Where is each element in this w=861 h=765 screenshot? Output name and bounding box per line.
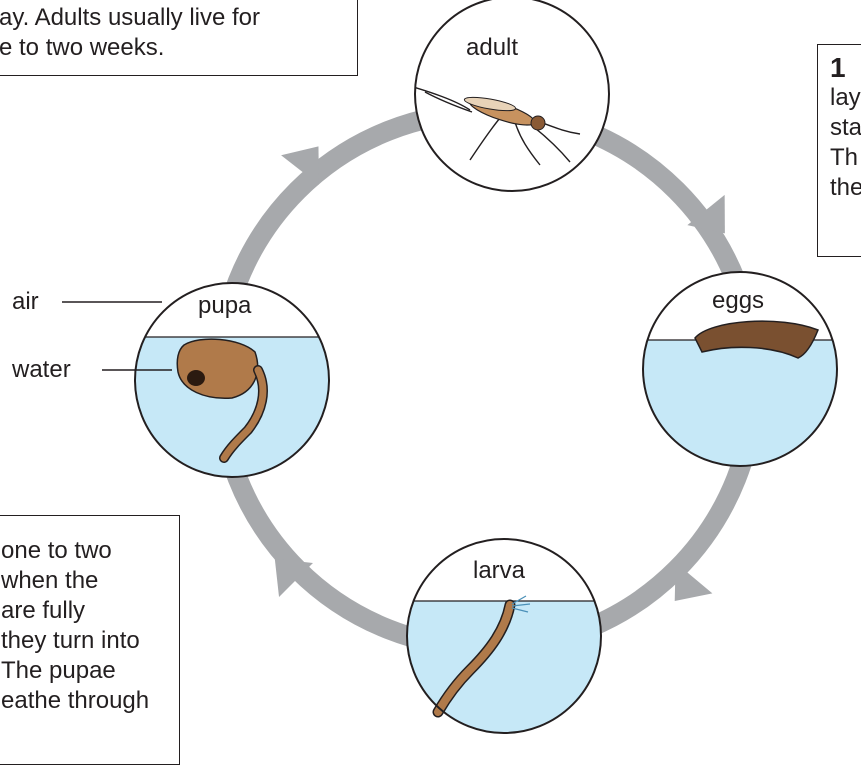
adult-description-line-1: ay. Adults usually live for xyxy=(0,3,357,33)
pupa-description-line-2: when the xyxy=(1,566,179,596)
eggs-description-box: 1 lay sta Th the xyxy=(817,44,861,257)
pupa-eye xyxy=(187,370,205,386)
eggs-description-line-1: lay xyxy=(830,83,861,113)
air-label: air xyxy=(12,288,39,316)
stage-label-adult: adult xyxy=(466,34,518,62)
pupa-description-line-1: one to two xyxy=(1,536,179,566)
pupa-description-box: one to two when the are fully they turn … xyxy=(0,515,180,765)
adult-description-line-2: e to two weeks. xyxy=(0,33,357,63)
eggs-description-line-4: the xyxy=(830,173,861,203)
adult-stage-circle xyxy=(410,0,609,191)
adult-description-box: ay. Adults usually live for e to two wee… xyxy=(0,0,358,76)
eggs-description-line-2: sta xyxy=(830,113,861,143)
pupa-description-line-6: eathe through xyxy=(1,686,179,716)
stage-label-eggs: eggs xyxy=(712,287,764,315)
eggs-description-line-3: Th xyxy=(830,143,861,173)
pupa-description-line-4: they turn into xyxy=(1,626,179,656)
pupa-description-line-3: are fully xyxy=(1,596,179,626)
stage-label-larva: larva xyxy=(473,557,525,585)
step-number: 1 xyxy=(830,53,861,83)
water-label: water xyxy=(12,356,71,384)
pupa-description-line-5: The pupae xyxy=(1,656,179,686)
stage-label-pupa: pupa xyxy=(198,292,251,320)
water-fill xyxy=(640,340,840,480)
